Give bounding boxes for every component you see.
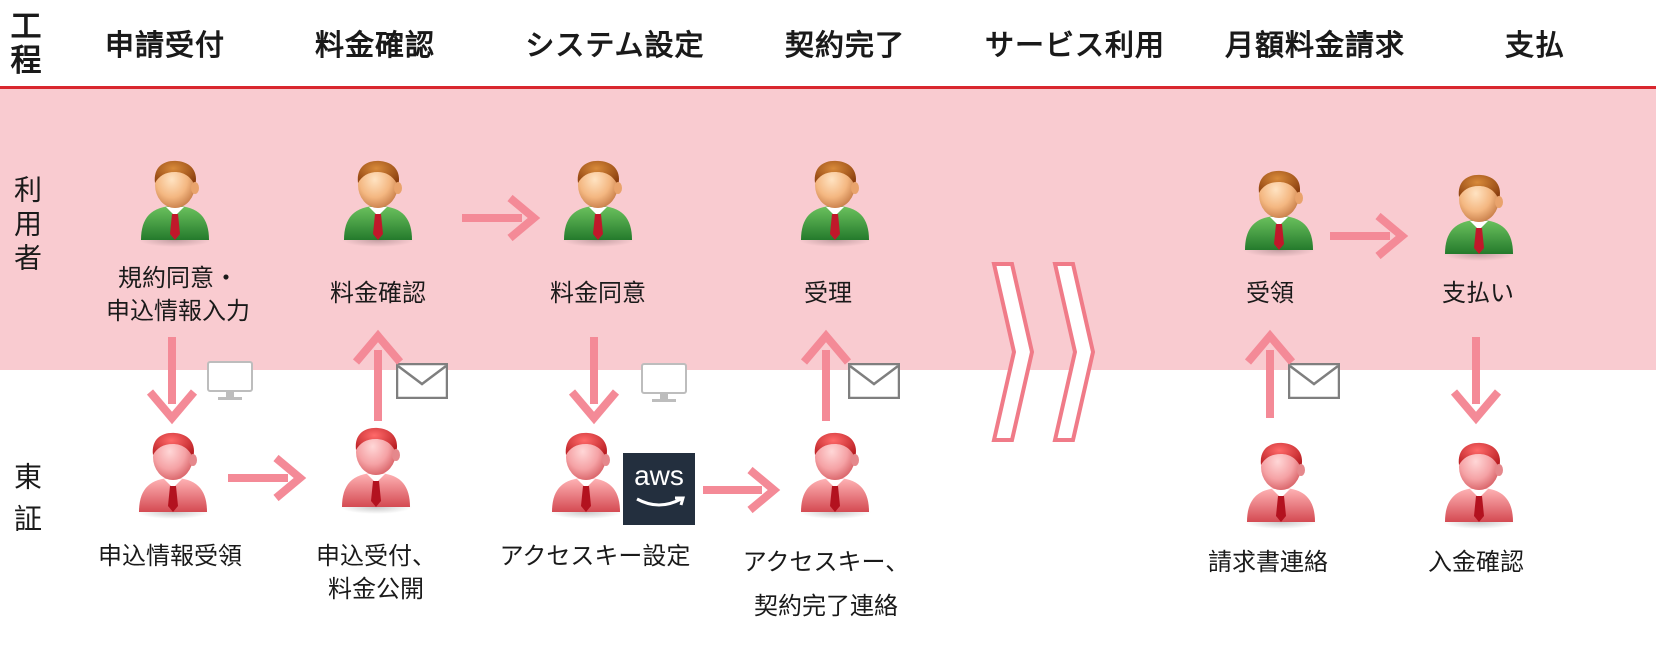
step-header-application: 申請受付	[104, 28, 225, 62]
user-action-receipt: 受領	[1246, 279, 1294, 307]
tse-action-key-contract-notice: アクセスキー、 契約完了連絡	[743, 540, 910, 628]
tse-person-icon	[799, 432, 871, 519]
user-action-agree-input: 規約同意・ 申込情報入力	[106, 262, 250, 328]
tse-action-payment-confirm: 入金確認	[1428, 548, 1524, 576]
row-label-tse: 東証	[8, 462, 48, 546]
computer-icon	[641, 363, 687, 403]
user-person-icon	[342, 160, 414, 247]
tse-action-line: 申込受付、	[316, 542, 436, 570]
user-action-line: 申込情報入力	[106, 297, 250, 325]
tse-person-icon	[340, 427, 412, 514]
user-action-line: 規約同意・	[118, 264, 238, 292]
user-action-receive: 受理	[804, 279, 852, 307]
tse-person-icon	[1443, 442, 1515, 529]
tse-action-accept-publish: 申込受付、 料金公開	[316, 540, 436, 606]
aws-logo: aws	[623, 453, 695, 525]
tse-action-receive-info: 申込情報受領	[98, 542, 242, 570]
aws-logo-text: aws	[634, 460, 684, 491]
tse-action-invoice-notice: 請求書連絡	[1208, 548, 1328, 576]
aws-smile-icon	[636, 496, 685, 507]
user-action-fee-agree: 料金同意	[550, 279, 646, 307]
step-header-monthly-billing: 月額料金請求	[1224, 28, 1405, 62]
row-label-user: 利用者	[8, 175, 48, 277]
mail-icon	[848, 363, 900, 399]
user-person-icon	[139, 160, 211, 247]
computer-icon	[207, 361, 253, 401]
user-action-fee-check: 料金確認	[330, 279, 426, 307]
user-person-icon	[1243, 170, 1315, 257]
header-divider	[0, 86, 1656, 89]
row-label-user-text: 利用者	[10, 175, 43, 277]
step-header-payment: 支払	[1504, 28, 1565, 62]
user-person-icon	[799, 160, 871, 247]
process-header-label: 工程	[10, 9, 42, 79]
tse-action-access-key-setup: アクセスキー設定	[499, 542, 691, 570]
tse-action-line: アクセスキー、	[742, 548, 910, 576]
tse-person-icon	[137, 432, 209, 519]
step-header-service-use: サービス利用	[984, 28, 1165, 62]
row-label-tse-text: 東証	[10, 462, 43, 546]
tse-person-icon	[1245, 442, 1317, 529]
step-header-fee-check: 料金確認	[314, 28, 435, 62]
tse-action-line: 料金公開	[328, 575, 424, 603]
user-action-pay: 支払い	[1442, 279, 1514, 307]
step-header-system-setup: システム設定	[525, 28, 705, 62]
step-header-contract-complete: 契約完了	[784, 28, 905, 62]
tse-person-icon	[550, 432, 622, 519]
user-person-icon	[1443, 174, 1515, 261]
mail-icon	[396, 363, 448, 399]
user-person-icon	[562, 160, 634, 247]
tse-action-line: 契約完了連絡	[754, 592, 898, 620]
mail-icon	[1288, 363, 1340, 399]
